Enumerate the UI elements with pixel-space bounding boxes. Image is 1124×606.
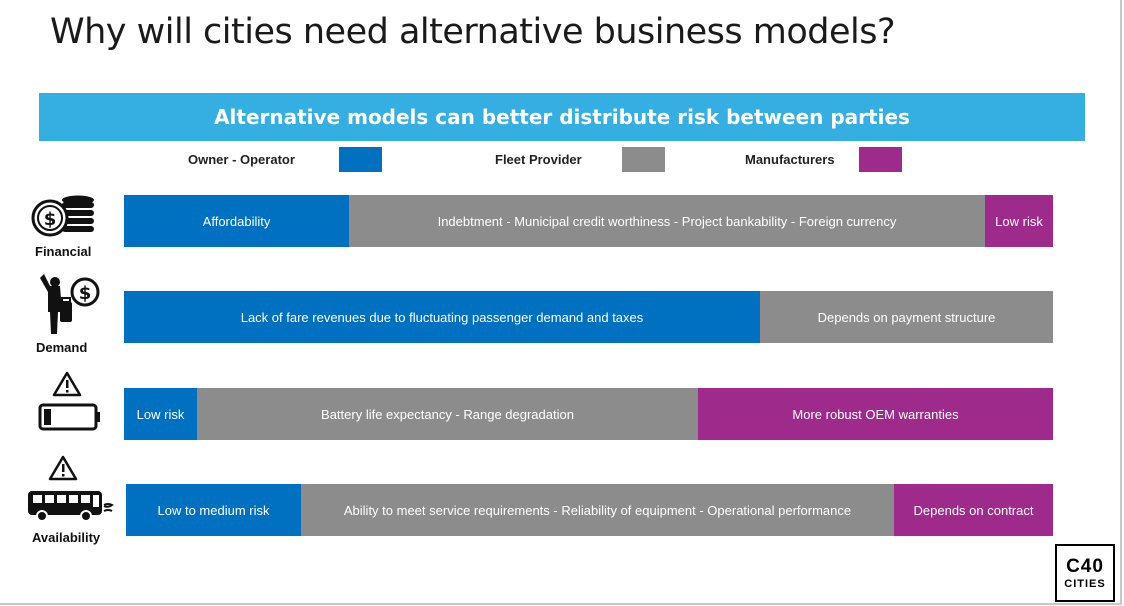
- legend-fleet-provider-swatch: [622, 147, 665, 172]
- legend-manufacturers-swatch: [859, 147, 902, 172]
- battery-warning-icon: [38, 371, 100, 431]
- availability-fleet-provider-segment: Ability to meet service requirements - R…: [301, 484, 894, 536]
- battery-manufacturers-segment: More robust OEM warranties: [698, 388, 1053, 440]
- availability-label: Availability: [32, 530, 101, 545]
- legend-owner-operator-swatch: [339, 147, 382, 172]
- legend-fleet-provider-label: Fleet Provider: [495, 152, 582, 167]
- battery-fleet-provider-segment: Battery life expectancy - Range degradat…: [197, 388, 698, 440]
- financial-fleet-provider-segment: Indebtment - Municipal credit worthiness…: [349, 195, 985, 247]
- logo-line-2: CITIES: [1064, 577, 1106, 590]
- passenger-dollar-icon: $: [40, 274, 100, 334]
- availability-manufacturers-segment: Depends on contract: [894, 484, 1053, 536]
- money-stack-icon: $: [31, 195, 94, 237]
- banner: Alternative models can better distribute…: [39, 93, 1085, 141]
- c40-cities-logo: C40 CITIES: [1055, 544, 1115, 602]
- battery-owner-operator-segment: Low risk: [124, 388, 197, 440]
- svg-text:$: $: [79, 283, 92, 304]
- demand-label: Demand: [36, 340, 88, 355]
- demand-owner-operator-segment: Lack of fare revenues due to fluctuating…: [124, 291, 760, 343]
- legend-manufacturers-label: Manufacturers: [745, 152, 835, 167]
- legend-owner-operator-label: Owner - Operator: [188, 152, 295, 167]
- bus-warning-icon: [28, 455, 114, 522]
- demand-fleet-provider-segment: Depends on payment structure: [760, 291, 1053, 343]
- financial-owner-operator-segment: Affordability: [124, 195, 349, 247]
- page-title: Why will cities need alternative busines…: [50, 12, 896, 52]
- availability-owner-operator-segment: Low to medium risk: [126, 484, 301, 536]
- financial-manufacturers-segment: Low risk: [985, 195, 1053, 247]
- logo-line-1: C40: [1066, 555, 1104, 577]
- svg-text:$: $: [44, 209, 57, 230]
- financial-label: Financial: [35, 244, 92, 259]
